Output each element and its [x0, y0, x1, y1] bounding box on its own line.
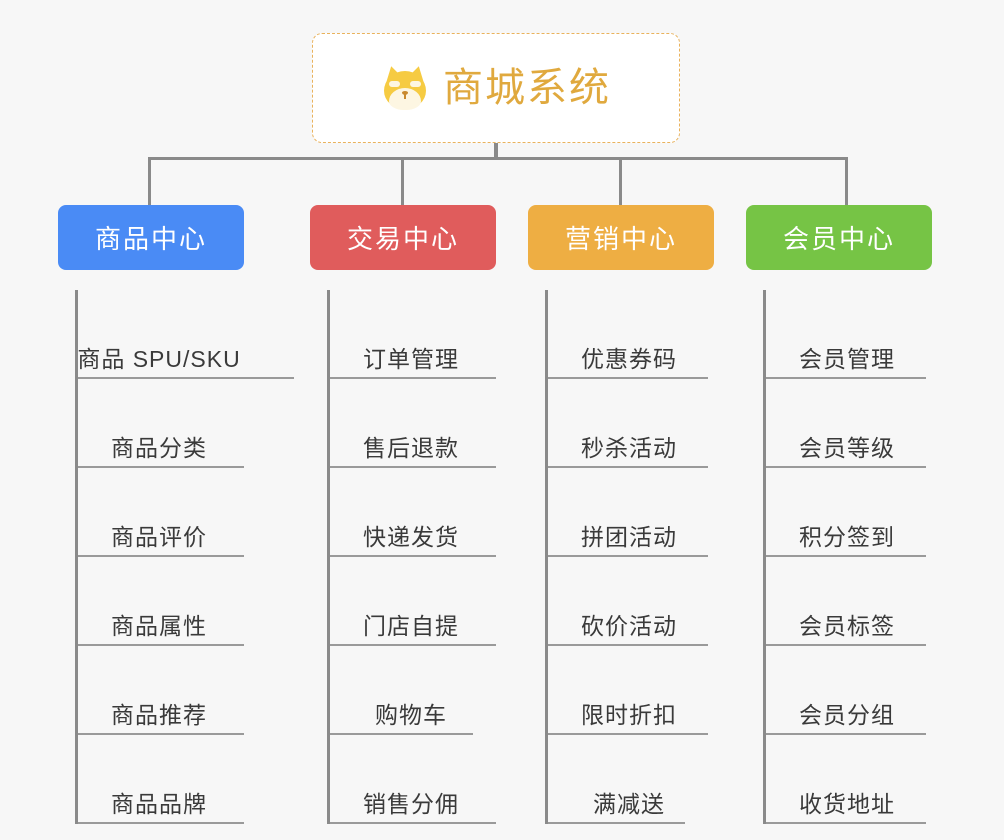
- leaf-label: 会员管理: [799, 346, 895, 372]
- column-product-center: 商品中心 商品 SPU/SKU 商品分类 商品评价 商品属性 商品推荐: [58, 205, 294, 824]
- leaf-item[interactable]: 门店自提: [330, 557, 496, 646]
- root-title: 商城系统: [443, 66, 611, 110]
- leaf-label: 会员分组: [799, 702, 895, 728]
- leaf-item[interactable]: 商品推荐: [78, 646, 244, 735]
- leaf-item[interactable]: 秒杀活动: [548, 379, 714, 468]
- leaf-item[interactable]: 满减送: [548, 735, 714, 824]
- category-header-marketing-center[interactable]: 营销中心: [528, 205, 714, 270]
- column-marketing-center: 营销中心 优惠券码 秒杀活动 拼团活动 砍价活动 限时折扣: [528, 205, 714, 824]
- leaf-label: 商品推荐: [111, 702, 207, 728]
- leaf-item[interactable]: 商品 SPU/SKU: [77, 290, 294, 379]
- leaf-item[interactable]: 订单管理: [330, 290, 496, 379]
- leaf-label: 会员标签: [799, 613, 895, 639]
- leaf-stack-marketing-center: 优惠券码 秒杀活动 拼团活动 砍价活动 限时折扣 满减送: [545, 290, 714, 824]
- column-member-center: 会员中心 会员管理 会员等级 积分签到 会员标签 会员分组: [746, 205, 932, 824]
- leaf-item[interactable]: 会员等级: [766, 379, 932, 468]
- leaf-item[interactable]: 拼团活动: [548, 468, 714, 557]
- leaf-label: 商品属性: [111, 613, 207, 639]
- leaf-stack-member-center: 会员管理 会员等级 积分签到 会员标签 会员分组 收货地址: [763, 290, 932, 824]
- leaf-item[interactable]: 销售分佣: [330, 735, 496, 824]
- leaf-item[interactable]: 会员标签: [766, 557, 932, 646]
- leaf-label: 商品品牌: [111, 791, 207, 817]
- leaf-label: 订单管理: [363, 346, 459, 372]
- category-header-trade-center[interactable]: 交易中心: [310, 205, 496, 270]
- leaf-item[interactable]: 砍价活动: [548, 557, 714, 646]
- category-header-label: 商品中心: [94, 224, 207, 254]
- connector-drop-3: [619, 157, 622, 207]
- leaf-item[interactable]: 收货地址: [766, 735, 932, 824]
- leaf-item[interactable]: 快递发货: [330, 468, 496, 557]
- leaf-label: 优惠券码: [581, 346, 677, 372]
- leaf-item[interactable]: 商品分类: [78, 379, 244, 468]
- leaf-item[interactable]: 积分签到: [766, 468, 932, 557]
- leaf-label: 满减送: [593, 791, 665, 817]
- leaf-item[interactable]: 商品评价: [78, 468, 244, 557]
- connector-drop-2: [401, 157, 404, 207]
- leaf-item[interactable]: 售后退款: [330, 379, 496, 468]
- leaf-label: 商品评价: [111, 524, 207, 550]
- leaf-stack-product-center: 商品 SPU/SKU 商品分类 商品评价 商品属性 商品推荐 商品品牌: [75, 290, 294, 824]
- shiba-inu-icon: [381, 64, 429, 110]
- leaf-label: 收货地址: [799, 791, 895, 817]
- column-trade-center: 交易中心 订单管理 售后退款 快递发货 门店自提 购物车: [310, 205, 496, 824]
- leaf-item[interactable]: 购物车: [330, 646, 496, 735]
- category-header-label: 会员中心: [782, 224, 895, 254]
- category-header-member-center[interactable]: 会员中心: [746, 205, 932, 270]
- leaf-stack-trade-center: 订单管理 售后退款 快递发货 门店自提 购物车 销售分佣: [327, 290, 496, 824]
- leaf-item[interactable]: 会员分组: [766, 646, 932, 735]
- leaf-item[interactable]: 商品属性: [78, 557, 244, 646]
- leaf-item[interactable]: 限时折扣: [548, 646, 714, 735]
- leaf-label: 门店自提: [363, 613, 459, 639]
- leaf-label: 拼团活动: [581, 524, 677, 550]
- category-header-label: 营销中心: [564, 224, 677, 254]
- leaf-label: 秒杀活动: [581, 435, 677, 461]
- leaf-label: 商品 SPU/SKU: [77, 346, 241, 372]
- connector-bus-bar: [148, 157, 848, 160]
- leaf-label: 销售分佣: [363, 791, 459, 817]
- leaf-label: 会员等级: [799, 435, 895, 461]
- leaf-label: 限时折扣: [581, 702, 677, 728]
- leaf-label: 售后退款: [363, 435, 459, 461]
- leaf-label: 积分签到: [799, 524, 895, 550]
- category-header-label: 交易中心: [346, 224, 459, 254]
- connector-drop-4: [845, 157, 848, 207]
- connector-root-stem: [494, 143, 498, 159]
- leaf-label: 商品分类: [111, 435, 207, 461]
- connector-drop-1: [148, 157, 151, 207]
- leaf-item[interactable]: 优惠券码: [548, 290, 714, 379]
- leaf-item[interactable]: 商品品牌: [78, 735, 244, 824]
- category-header-product-center[interactable]: 商品中心: [58, 205, 244, 270]
- root-node[interactable]: 商城系统: [312, 33, 680, 143]
- leaf-item[interactable]: 会员管理: [766, 290, 932, 379]
- leaf-label: 快递发货: [363, 524, 459, 550]
- leaf-label: 购物车: [375, 702, 447, 728]
- leaf-label: 砍价活动: [581, 613, 677, 639]
